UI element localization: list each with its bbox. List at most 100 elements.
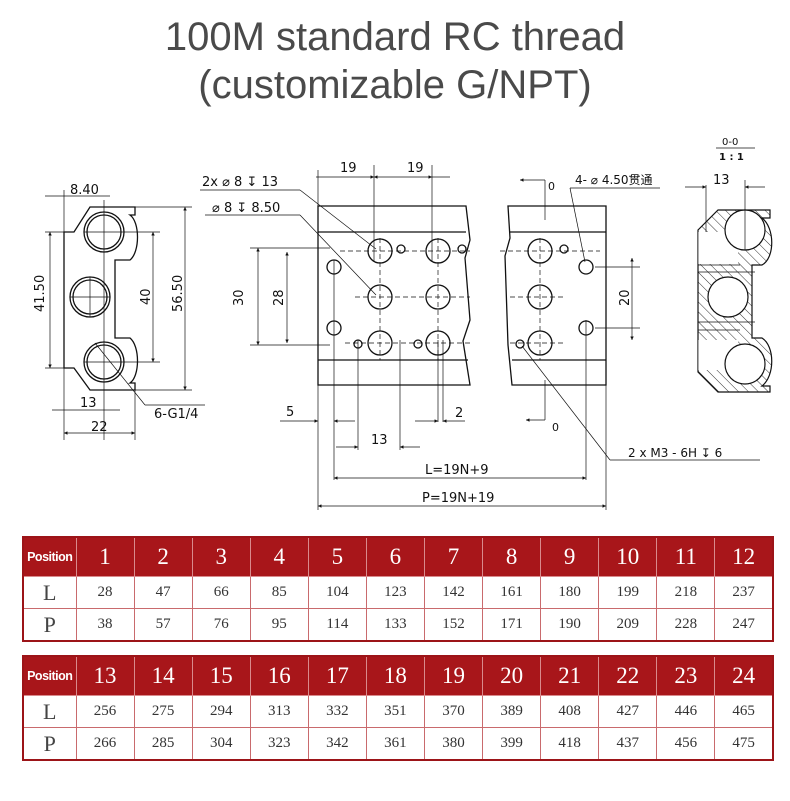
- position-cell: 19: [423, 655, 484, 696]
- dimension-table-1: Position 1 2 3 4 5 6 7 8 9 10 11 12 L 28…: [22, 536, 774, 642]
- svg-text:30: 30: [232, 289, 247, 306]
- svg-text:40: 40: [139, 288, 154, 305]
- value-cell: 408: [540, 695, 600, 728]
- svg-text:8.40: 8.40: [70, 183, 99, 198]
- position-cell: 21: [540, 655, 600, 696]
- value-cell: 342: [307, 727, 367, 761]
- value-cell: 427: [598, 695, 658, 728]
- value-cell: 228: [656, 608, 716, 642]
- svg-text:2: 2: [455, 406, 463, 421]
- end-view: [45, 190, 205, 440]
- value-cell: 332: [307, 695, 367, 728]
- value-cell: 161: [482, 576, 542, 609]
- value-cell: 275: [133, 695, 193, 728]
- value-cell: 437: [598, 727, 658, 761]
- value-cell: 180: [540, 576, 600, 609]
- position-cell: 23: [656, 655, 716, 696]
- position-cell: 2: [133, 536, 193, 577]
- svg-text:4- ⌀ 4.50贯通: 4- ⌀ 4.50贯通: [575, 173, 653, 187]
- position-cell: 10: [598, 536, 658, 577]
- value-cell: 266: [75, 727, 135, 761]
- svg-text:19: 19: [407, 161, 424, 176]
- svg-text:20: 20: [618, 289, 633, 306]
- svg-text:19: 19: [340, 161, 357, 176]
- svg-text:56.50: 56.50: [171, 275, 186, 312]
- row-label: L: [22, 695, 77, 728]
- value-cell: 294: [191, 695, 251, 728]
- dimension-table-2: Position 13 14 15 16 17 18 19 20 21 22 2…: [22, 655, 774, 761]
- value-cell: 152: [423, 608, 484, 642]
- value-cell: 171: [482, 608, 542, 642]
- svg-text:6-G1/4: 6-G1/4: [154, 407, 198, 422]
- value-cell: 123: [365, 576, 425, 609]
- position-cell: 13: [75, 655, 135, 696]
- value-cell: 256: [75, 695, 135, 728]
- row-label: P: [22, 608, 77, 642]
- table-row-L: L 28 47 66 85 104 123 142 161 180 199 21…: [22, 576, 774, 609]
- value-cell: 313: [249, 695, 309, 728]
- value-cell: 361: [365, 727, 425, 761]
- value-cell: 399: [482, 727, 542, 761]
- value-cell: 446: [656, 695, 716, 728]
- end-view-dimensions: 8.40 41.50 40 56.50 13 22 6-G1/4: [33, 183, 198, 435]
- value-cell: 456: [656, 727, 716, 761]
- technical-drawing: 8.40 41.50 40 56.50 13 22 6-G1/4: [33, 137, 773, 510]
- value-cell: 209: [598, 608, 658, 642]
- front-view-dimensions: 19 19 2x ⌀ 8 ↧ 13 ⌀ 8 ↧ 8.50 4- ⌀ 4.50贯通…: [202, 161, 722, 506]
- svg-text:⌀ 8 ↧ 8.50: ⌀ 8 ↧ 8.50: [212, 201, 280, 216]
- svg-text:13: 13: [80, 396, 97, 411]
- value-cell: 95: [249, 608, 309, 642]
- position-cell: 12: [714, 536, 774, 577]
- value-cell: 199: [598, 576, 658, 609]
- position-cell: 6: [365, 536, 425, 577]
- value-cell: 104: [307, 576, 367, 609]
- value-cell: 47: [133, 576, 193, 609]
- value-cell: 38: [75, 608, 135, 642]
- value-cell: 475: [714, 727, 774, 761]
- svg-text:0: 0: [552, 421, 559, 434]
- position-cell: 9: [540, 536, 600, 577]
- position-cell: 1: [75, 536, 135, 577]
- svg-text:22: 22: [91, 420, 108, 435]
- title-line-2: (customizable G/NPT): [198, 63, 592, 107]
- position-cell: 4: [249, 536, 309, 577]
- value-cell: 285: [133, 727, 193, 761]
- svg-text:1 : 1: 1 : 1: [719, 152, 744, 163]
- value-cell: 247: [714, 608, 774, 642]
- svg-text:0: 0: [548, 180, 555, 193]
- position-cell: 11: [656, 536, 716, 577]
- position-cell: 22: [598, 655, 658, 696]
- value-cell: 66: [191, 576, 251, 609]
- svg-text:13: 13: [371, 433, 388, 448]
- value-cell: 304: [191, 727, 251, 761]
- svg-text:2 x M3 - 6H ↧ 6: 2 x M3 - 6H ↧ 6: [628, 446, 722, 460]
- table-header-row: Position 13 14 15 16 17 18 19 20 21 22 2…: [22, 655, 774, 696]
- position-cell: 14: [133, 655, 193, 696]
- position-cell: 8: [482, 536, 542, 577]
- svg-text:P=19N+19: P=19N+19: [422, 491, 494, 506]
- value-cell: 76: [191, 608, 251, 642]
- value-cell: 351: [365, 695, 425, 728]
- value-cell: 465: [714, 695, 774, 728]
- svg-text:2x ⌀ 8 ↧ 13: 2x ⌀ 8 ↧ 13: [202, 175, 278, 190]
- value-cell: 142: [423, 576, 484, 609]
- value-cell: 28: [75, 576, 135, 609]
- position-cell: 24: [714, 655, 774, 696]
- svg-text:41.50: 41.50: [33, 275, 48, 312]
- table-row-P: P 266 285 304 323 342 361 380 399 418 43…: [22, 727, 774, 761]
- value-cell: 237: [714, 576, 774, 609]
- row-label: L: [22, 576, 77, 609]
- value-cell: 190: [540, 608, 600, 642]
- position-cell: 20: [482, 655, 542, 696]
- table-row-L: L 256 275 294 313 332 351 370 389 408 42…: [22, 695, 774, 728]
- section-view-labels: 0-0 1 : 1 13: [713, 137, 744, 188]
- svg-text:L=19N+9: L=19N+9: [425, 463, 489, 478]
- value-cell: 133: [365, 608, 425, 642]
- position-cell: 17: [307, 655, 367, 696]
- svg-text:13: 13: [713, 173, 730, 188]
- svg-text:5: 5: [286, 405, 294, 420]
- value-cell: 218: [656, 576, 716, 609]
- section-view: [685, 147, 773, 393]
- svg-text:28: 28: [272, 289, 287, 306]
- position-cell: 3: [191, 536, 251, 577]
